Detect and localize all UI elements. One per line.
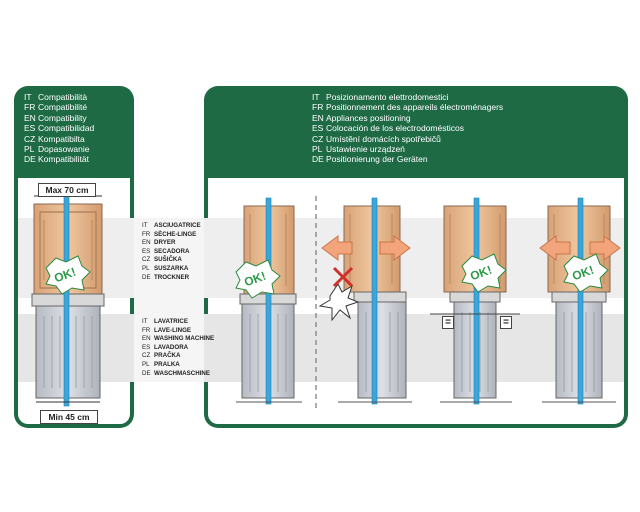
ok-badge-shape-3 <box>461 253 507 293</box>
min-width-label: Min 45 cm <box>40 410 98 424</box>
compat-stack <box>31 195 105 407</box>
compat-strap <box>63 195 70 407</box>
equal-gap-right: = <box>500 316 512 329</box>
arrow-right <box>379 235 411 261</box>
position-stack-4 <box>539 197 621 405</box>
equal-gap-left: = <box>442 316 454 329</box>
wrong-cross-icon <box>332 266 354 288</box>
max-width-label: Max 70 cm <box>38 183 96 197</box>
band-gap-left <box>134 218 204 382</box>
dryer-band <box>18 218 624 298</box>
washer-band <box>18 314 624 382</box>
position-stack-1 <box>236 197 302 405</box>
position-stack-2 <box>318 197 412 405</box>
impact-burst <box>318 283 360 322</box>
position-stack-3 <box>430 197 520 405</box>
ok-badge-shape-4 <box>563 253 609 293</box>
ok-badge-shape-2 <box>235 259 281 299</box>
arrow-left <box>321 235 353 261</box>
ok-badge-shape-1 <box>45 255 91 295</box>
